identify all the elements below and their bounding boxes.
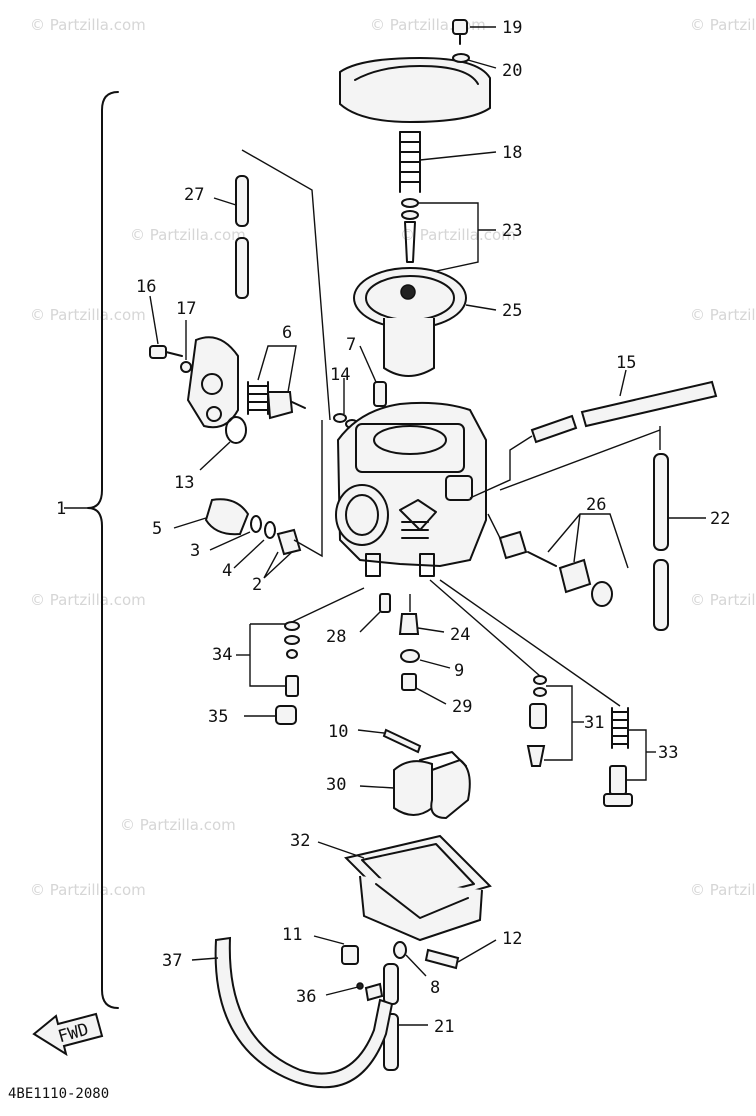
sensor-26	[498, 530, 613, 607]
ring-4	[264, 521, 276, 539]
spring-18	[399, 131, 421, 193]
part-label: 4	[222, 561, 232, 581]
throttle-cover-17	[186, 336, 239, 429]
part-label: 11	[282, 925, 302, 945]
part-label: 28	[326, 627, 346, 647]
cap-5	[204, 498, 250, 536]
carburetor-body	[335, 401, 487, 577]
ring-3	[250, 515, 262, 533]
part-label: 10	[328, 722, 348, 742]
jet-28	[379, 593, 391, 613]
top-cover	[339, 19, 491, 124]
part-label: 20	[502, 61, 522, 81]
part-label: 30	[326, 775, 346, 795]
watermark: © Partzilla.com	[120, 816, 236, 834]
footer-code: 4BE1110-2080	[8, 1086, 109, 1102]
part-label: 16	[136, 277, 156, 297]
washer-17	[180, 361, 192, 373]
part-label: 24	[450, 625, 470, 645]
part-label: 22	[710, 509, 730, 529]
float-bowl-32	[344, 834, 492, 942]
plug-8	[393, 941, 407, 959]
part-label: 15	[616, 353, 636, 373]
watermark: © Partzilla.com	[30, 881, 146, 899]
part-label: 32	[290, 831, 310, 851]
clip-36	[356, 982, 384, 1002]
screw-34	[284, 621, 300, 697]
watermark: © Partzilla.com	[690, 591, 756, 609]
part-label: 23	[502, 221, 522, 241]
part-label: 8	[430, 978, 440, 998]
part-label: 27	[184, 185, 204, 205]
watermark: © Partzilla.com	[370, 16, 486, 34]
cap-35	[275, 705, 297, 725]
part-label: 6	[282, 323, 292, 343]
part-label: 19	[502, 18, 522, 38]
part-label: 12	[502, 929, 522, 949]
part-label: 14	[330, 365, 350, 385]
jet-29	[401, 673, 417, 691]
diaphragm-25	[353, 267, 467, 377]
part-label: 26	[586, 495, 606, 515]
valve-31	[526, 675, 547, 767]
watermark: © Partzilla.com	[30, 306, 146, 324]
jet-7	[373, 381, 387, 407]
part-label: 36	[296, 987, 316, 1007]
part-label: 9	[454, 661, 464, 681]
tube-27	[235, 175, 249, 299]
part-label: 13	[174, 473, 194, 493]
screw-16	[149, 345, 183, 359]
part-label: 3	[190, 541, 200, 561]
part-label: 18	[502, 143, 522, 163]
hose-15	[530, 380, 718, 444]
part-label: 35	[208, 707, 228, 727]
watermark: © Partzilla.com	[400, 226, 516, 244]
watermark: © Partzilla.com	[690, 16, 756, 34]
part-label: 1	[56, 499, 66, 519]
screw-12	[424, 948, 460, 970]
needle-23	[401, 198, 419, 263]
part-label: 21	[434, 1017, 454, 1037]
part-label: 37	[162, 951, 182, 971]
part-label: 17	[176, 299, 196, 319]
part-label: 29	[452, 697, 472, 717]
washer-9	[400, 649, 420, 663]
part-label: 2	[252, 575, 262, 595]
watermark: © Partzilla.com	[130, 226, 246, 244]
watermark: © Partzilla.com	[690, 881, 756, 899]
hose-37	[214, 936, 394, 1089]
watermark: © Partzilla.com	[30, 591, 146, 609]
screw-33	[603, 707, 633, 807]
jet-24	[398, 613, 420, 635]
assembly-bracket	[87, 91, 119, 1009]
tube-22	[653, 453, 669, 631]
float-30	[393, 751, 471, 820]
fwd-arrow: FWD	[32, 1012, 104, 1057]
part-label: 7	[346, 335, 356, 355]
part-label: 25	[502, 301, 522, 321]
screw-11	[341, 945, 359, 965]
watermark: © Partzilla.com	[690, 306, 756, 324]
part-label: 33	[658, 743, 678, 763]
washer-2	[276, 528, 302, 556]
part-label: 34	[212, 645, 232, 665]
part-labels: 1 2 3 4 5 6 7 8 9 10 11 12 13 14 15 16 1…	[56, 18, 730, 1037]
oring-14	[333, 413, 347, 423]
watermark: © Partzilla.com	[30, 16, 146, 34]
oring-13	[225, 416, 247, 444]
throttle-shaft-6	[247, 381, 306, 420]
part-label: 5	[152, 519, 162, 539]
part-label: 31	[584, 713, 604, 733]
pin-10	[382, 728, 422, 754]
